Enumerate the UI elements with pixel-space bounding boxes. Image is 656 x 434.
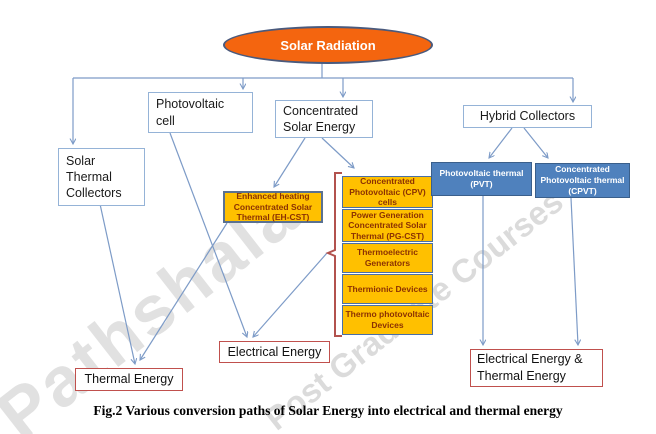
arrow-hybrid-to-pvt xyxy=(489,127,513,158)
node-cpv-cells: Concentrated Photovoltaic (CPV) cells xyxy=(342,176,433,208)
arrow-cpvt-to-both xyxy=(570,197,578,345)
arrow-stc-to-thermal xyxy=(99,203,135,364)
node-eh-cst: Enhanced heating Concentrated Solar Ther… xyxy=(223,191,323,223)
arrow-cse-to-stack xyxy=(321,137,354,168)
node-cpv-cells-label: Concentrated Photovoltaic (CPV) cells xyxy=(349,176,426,208)
node-eh-cst-label: Enhanced heating Concentrated Solar Ther… xyxy=(233,191,313,223)
arrow-cse-to-ehcst xyxy=(274,137,306,187)
node-pg-cst: Power Generation Concentrated Solar Ther… xyxy=(342,209,433,242)
node-thermo-photovoltaic-devices: Thermo photovoltaic Devices xyxy=(342,305,433,335)
arrow-hybrid-to-cpvt xyxy=(523,127,548,158)
node-thermoelectric-generators: Thermoelectric Generators xyxy=(342,243,433,273)
node-thermionic-devices: Thermionic Devices xyxy=(342,274,433,304)
node-concentrated-solar-energy-label: Concentrated Solar Energy xyxy=(283,103,359,134)
node-electrical-and-thermal-energy: Electrical Energy & Thermal Energy xyxy=(470,349,603,387)
stack-bracket xyxy=(325,172,342,337)
node-pvt: Photovoltaic thermal (PVT) xyxy=(431,162,532,196)
node-thermionic-devices-label: Thermionic Devices xyxy=(347,283,428,294)
node-pvt-label: Photovoltaic thermal (PVT) xyxy=(439,167,524,189)
node-electrical-and-thermal-energy-label: Electrical Energy & Thermal Energy xyxy=(477,352,583,383)
node-solar-thermal-collectors: Solar Thermal Collectors xyxy=(58,148,145,206)
node-hybrid-collectors: Hybrid Collectors xyxy=(463,105,592,128)
node-electrical-energy: Electrical Energy xyxy=(219,341,330,363)
node-photovoltaic-cell: Photovoltaic cell xyxy=(148,92,253,133)
arrow-stack-to-electrical xyxy=(253,252,328,337)
node-solar-thermal-collectors-label: Solar Thermal Collectors xyxy=(66,153,122,201)
node-electrical-energy-label: Electrical Energy xyxy=(227,344,322,359)
node-hybrid-collectors-label: Hybrid Collectors xyxy=(479,109,576,124)
node-solar-radiation-label: Solar Radiation xyxy=(280,37,376,53)
node-thermal-energy-label: Thermal Energy xyxy=(84,372,174,387)
node-solar-radiation: Solar Radiation xyxy=(223,26,433,64)
node-thermal-energy: Thermal Energy xyxy=(75,368,183,391)
node-thermo-photovoltaic-devices-label: Thermo photovoltaic Devices xyxy=(345,309,430,330)
figure-caption: Fig.2 Various conversion paths of Solar … xyxy=(93,403,563,418)
node-cpvt-label: Concentrated Photovoltaic thermal (CPVT) xyxy=(540,163,625,197)
arrow-ehcst-to-thermal xyxy=(140,222,228,360)
arrow-pv-to-electrical xyxy=(169,132,247,337)
node-thermoelectric-generators-label: Thermoelectric Generators xyxy=(357,247,418,268)
node-concentrated-solar-energy: Concentrated Solar Energy xyxy=(275,100,373,138)
node-photovoltaic-cell-label: Photovoltaic cell xyxy=(156,97,225,128)
node-pg-cst-label: Power Generation Concentrated Solar Ther… xyxy=(348,209,427,241)
node-cpvt: Concentrated Photovoltaic thermal (CPVT) xyxy=(535,163,630,198)
